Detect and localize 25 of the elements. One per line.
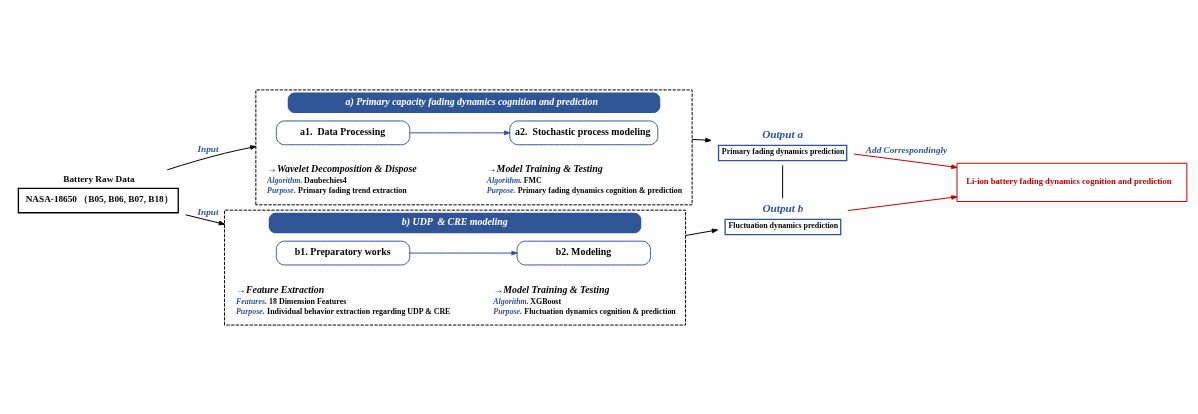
arrow bbox=[853, 153, 958, 169]
node-label: Output a bbox=[762, 127, 803, 140]
connector bbox=[782, 164, 784, 199]
arrow bbox=[166, 144, 257, 170]
arrow bbox=[185, 213, 225, 225]
edge-label: Input bbox=[197, 206, 219, 217]
edge-label: Input bbox=[197, 143, 219, 154]
node-box: b1. Preparatory works bbox=[275, 240, 411, 265]
node-box: Li-ion battery fading dynamics cognition and prediction bbox=[956, 162, 1188, 202]
node-label: →Wavelet Decomposition & Dispose bbox=[267, 162, 417, 174]
node-box: b2. Modeling bbox=[516, 240, 651, 265]
node-label: →Model Training & Testing bbox=[486, 162, 603, 174]
arrow bbox=[685, 228, 718, 236]
arrow bbox=[409, 250, 518, 255]
node-box: NASA-18650 （B05, B06, B07, B18） bbox=[17, 187, 179, 213]
node-label: Output b bbox=[762, 201, 804, 214]
arrow bbox=[409, 130, 511, 135]
node-label: Battery Raw Data bbox=[63, 173, 135, 184]
node-box: a1. Data Processing bbox=[275, 119, 411, 145]
arrow bbox=[847, 194, 958, 211]
arrow bbox=[691, 137, 712, 142]
edge-label: Add Correspondingly bbox=[865, 144, 948, 155]
node-box: a2. Stochastic process modeling bbox=[509, 119, 659, 145]
node-label: →Feature Extraction bbox=[236, 283, 325, 295]
node-label: →Model Training & Testing bbox=[493, 283, 610, 295]
